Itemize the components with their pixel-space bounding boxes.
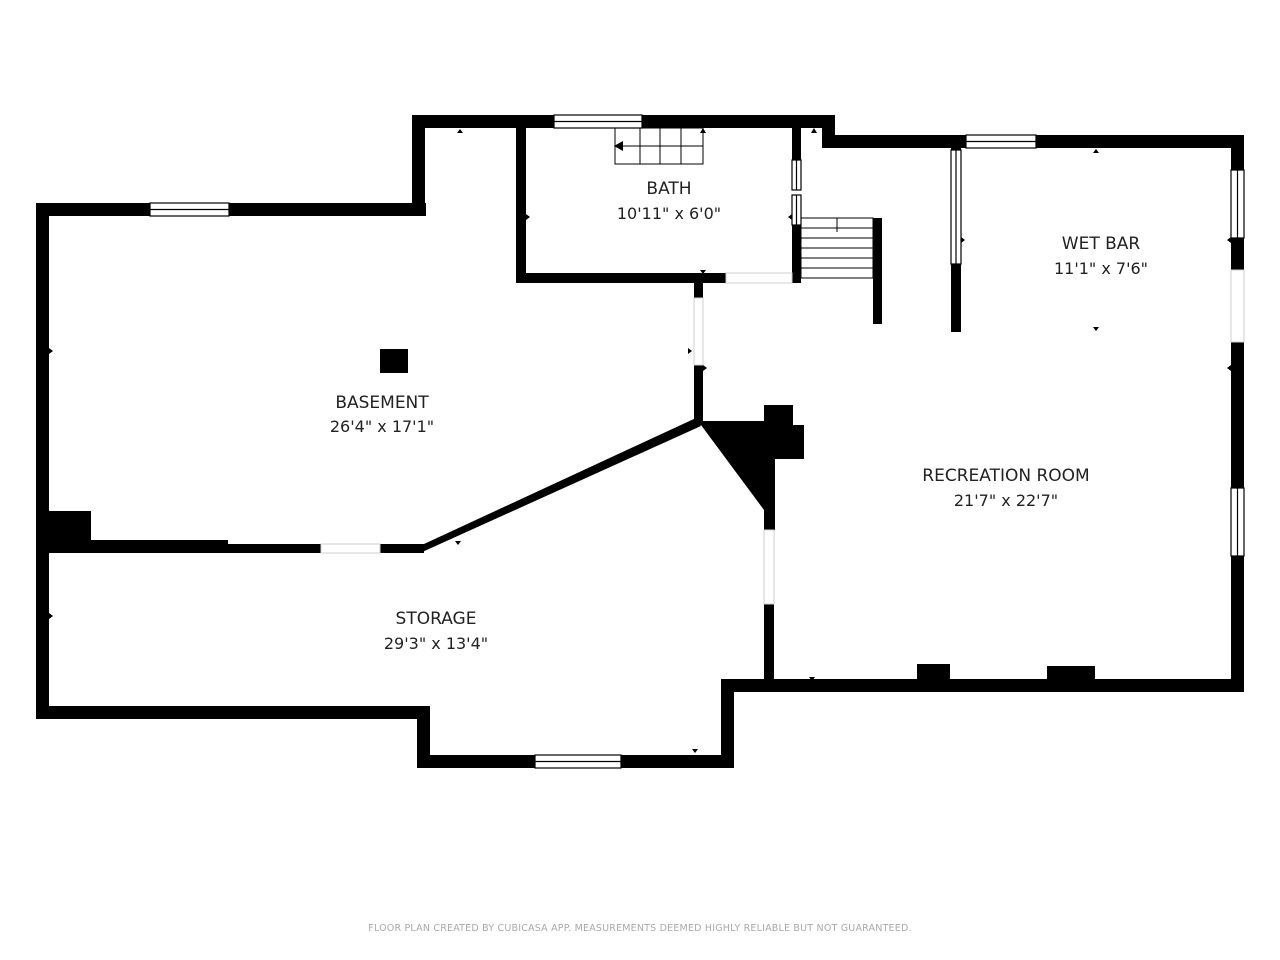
opening-bath-door [725, 272, 793, 284]
room-name-basement: BASEMENT [335, 393, 429, 413]
window-bath-top [553, 114, 643, 129]
wall-bottom-notch-vertical [721, 679, 734, 768]
windows [149, 114, 1245, 769]
opening-wetbar-right [1230, 269, 1245, 343]
wall-bath-bottom [516, 273, 726, 283]
wall-bottom-left [36, 706, 430, 719]
wall-bath-right-bottom [792, 225, 801, 283]
wall-bottom-right [722, 679, 1244, 692]
wall-right-lower [1231, 342, 1244, 488]
wall-storage-top-right [380, 544, 424, 553]
wall-divider-lower [694, 365, 703, 425]
bump-rec-bottom-1 [917, 664, 950, 680]
chimney-mass [698, 405, 804, 530]
room-name-storage: STORAGE [396, 609, 477, 629]
window-bath-right-2 [791, 194, 802, 226]
opening-basement-rec [693, 297, 704, 366]
window-basement-top [149, 202, 230, 217]
column-storage-corner [49, 511, 91, 553]
wall-diagonal [420, 418, 701, 553]
window-storage-bottom [534, 754, 622, 769]
window-wetbar-top [965, 134, 1037, 149]
room-dim-bath: 10'11" x 6'0" [617, 204, 721, 223]
stairs-hall [800, 217, 874, 279]
wall-basement-top-left [36, 203, 426, 216]
footer-disclaimer: FLOOR PLAN CREATED BY CUBICASA APP. MEAS… [368, 923, 911, 934]
room-name-wet-bar: WET BAR [1062, 234, 1141, 254]
bump-rec-bottom-2 [1047, 666, 1095, 680]
room-dim-basement: 26'4" x 17'1" [330, 417, 434, 436]
wall-bath-left [516, 125, 526, 283]
wall-stair-right [873, 218, 882, 324]
window-right-upper [1230, 169, 1245, 239]
openings [320, 269, 1245, 605]
tick-markers [49, 128, 1231, 753]
room-name-recreation-room: RECREATION ROOM [922, 466, 1089, 486]
wall-storage-top-mid [228, 544, 321, 553]
stairs-arrow-icon [614, 141, 623, 151]
opening-storage-rec [763, 529, 775, 605]
wall-right-bottom [1231, 556, 1244, 692]
wall-right-mid [1231, 238, 1244, 270]
column-basement [380, 349, 408, 373]
wall-bottom-left-vertical [417, 706, 430, 768]
room-dim-recreation-room: 21'7" x 22'7" [954, 491, 1058, 510]
wall-rec-storage-lower [764, 604, 774, 692]
room-dim-wet-bar: 11'1" x 7'6" [1054, 259, 1148, 278]
wall-divider-upper [694, 283, 703, 298]
room-dim-storage: 29'3" x 13'4" [384, 634, 488, 653]
wall-left-outer [36, 203, 49, 719]
wall-basement-notch-vertical [412, 115, 425, 216]
wall-bath-right-top [792, 125, 801, 160]
window-bath-right-1 [791, 159, 802, 191]
opening-basement-storage [320, 543, 381, 554]
window-wetbar-left [950, 149, 962, 265]
room-name-bath: BATH [646, 179, 691, 199]
room-labels: BATH 10'11" x 6'0" WET BAR 11'1" x 7'6" … [330, 179, 1148, 653]
wall-right-top [1231, 135, 1244, 170]
stairs-bath [614, 127, 704, 165]
window-right-lower [1230, 487, 1245, 557]
